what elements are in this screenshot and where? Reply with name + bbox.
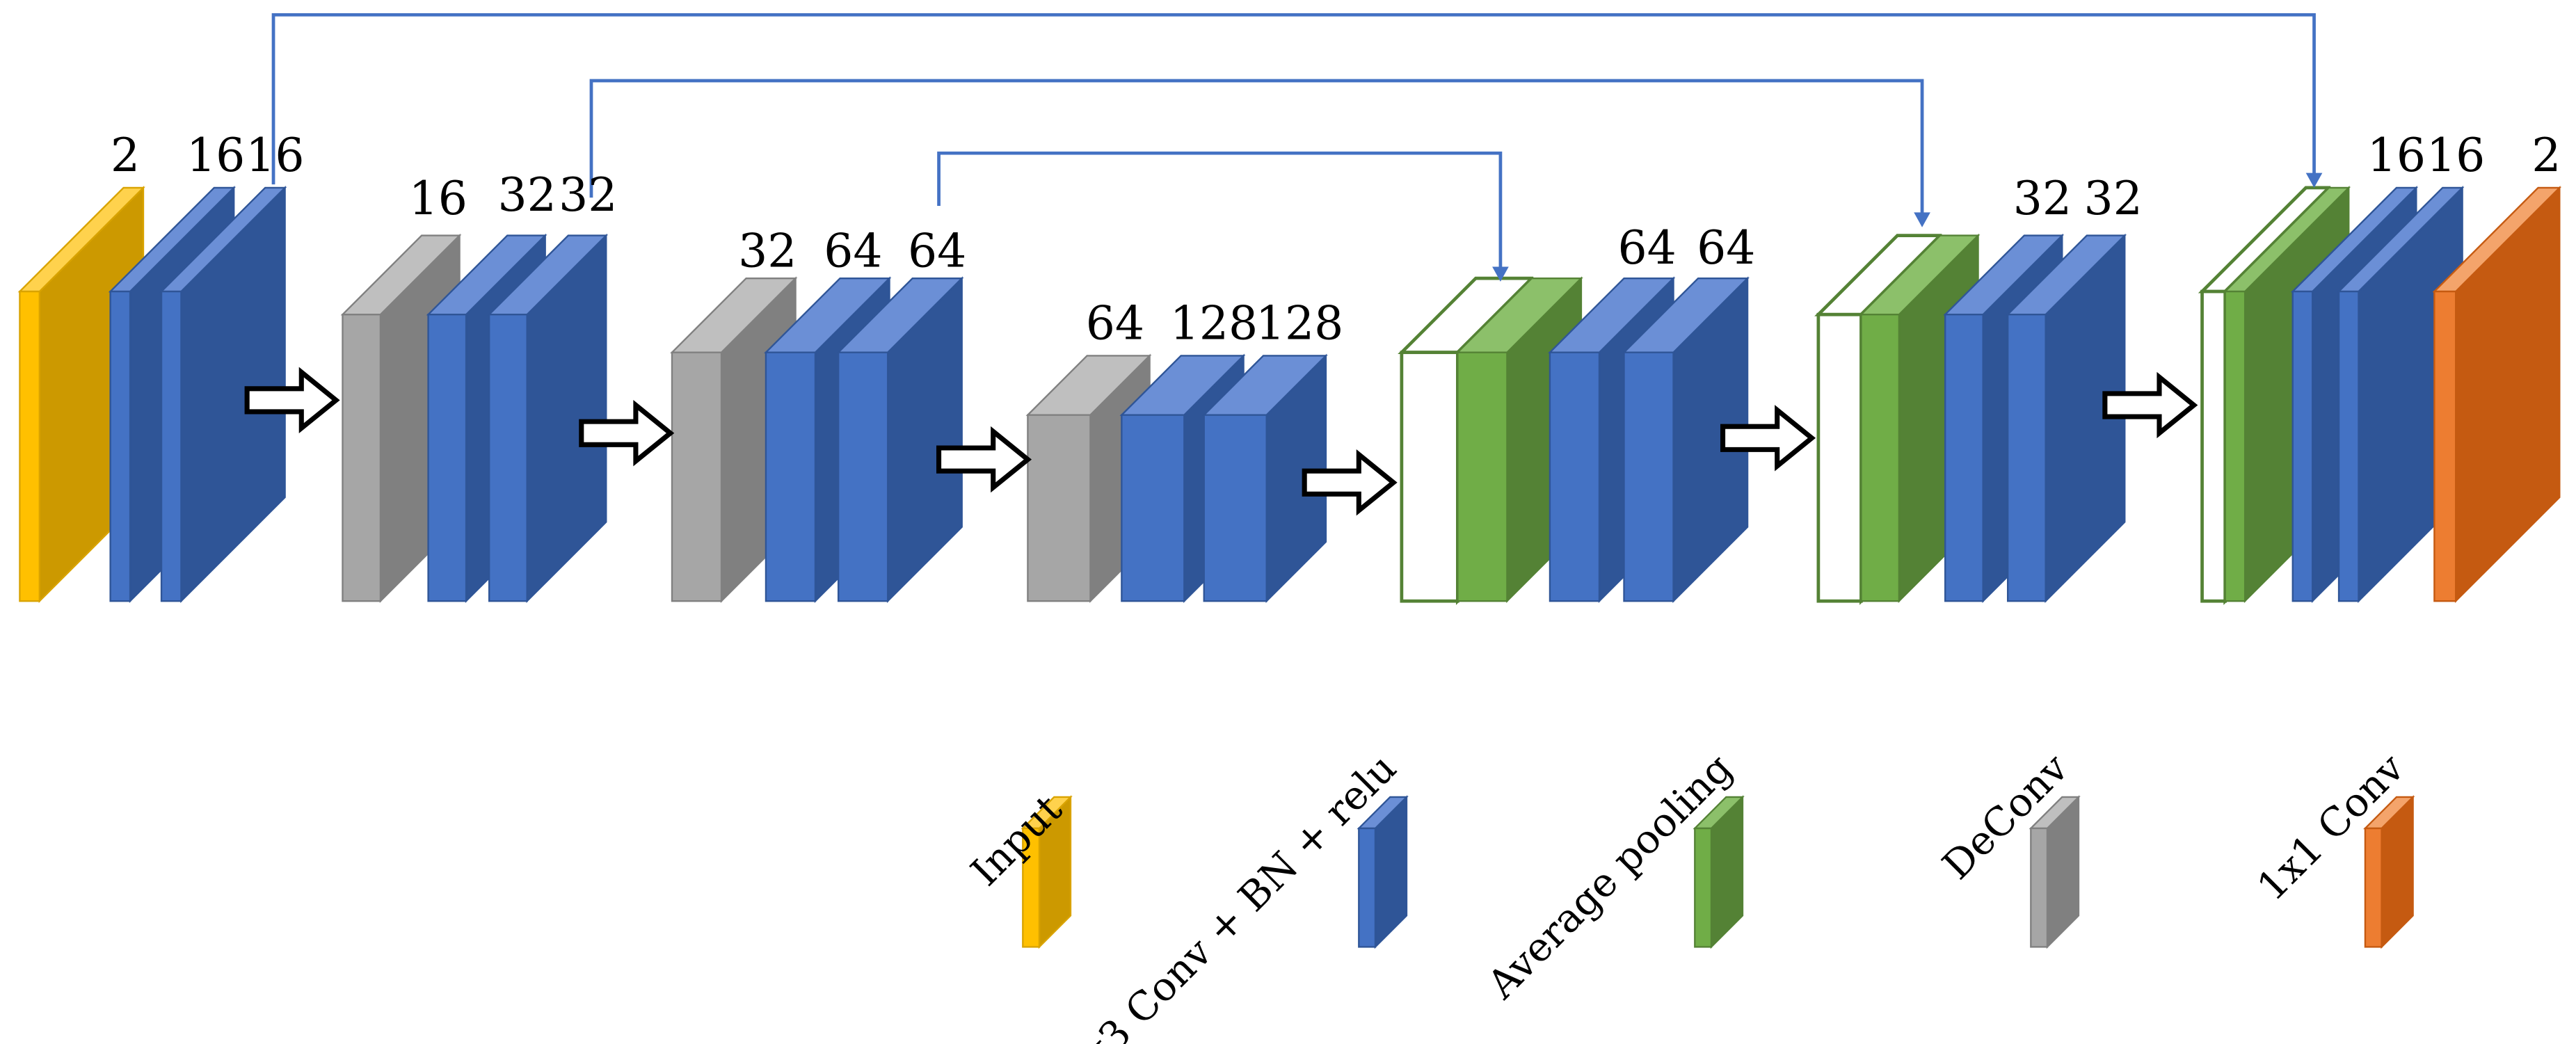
channel-label: 32 — [2013, 171, 2072, 225]
channel-label: 64 — [1697, 220, 1755, 275]
flow-arrow-5 — [1720, 405, 1816, 472]
output-block — [2432, 186, 2562, 604]
channel-label: 128 — [1256, 296, 1344, 351]
flow-arrow-3 — [936, 426, 1032, 493]
flow-arrow-6 — [2102, 371, 2198, 439]
channel-label: 2 — [111, 128, 140, 182]
conv-block-3b — [836, 276, 964, 604]
channel-label: 128 — [1170, 296, 1258, 351]
skip-connection-2 — [589, 79, 1930, 227]
channel-label: 64 — [824, 224, 882, 278]
legend-swatch-deconv — [2029, 795, 2081, 949]
conv-block-1b — [159, 186, 287, 604]
channel-label: 64 — [1617, 220, 1676, 275]
legend-swatch-pool — [1693, 795, 1745, 949]
channel-label: 16 — [186, 128, 245, 182]
conv-block-6b — [2006, 233, 2127, 604]
channel-label: 16 — [246, 128, 304, 182]
channel-label: 64 — [908, 224, 966, 278]
channel-label: 2 — [2531, 128, 2561, 182]
channel-label: 64 — [1086, 296, 1144, 351]
channel-label: 32 — [559, 168, 617, 222]
conv-block-5b — [1622, 276, 1750, 604]
channel-label: 16 — [2367, 128, 2426, 182]
legend-swatch-out — [2363, 795, 2415, 949]
conv-block-2b — [487, 233, 609, 604]
channel-label: 32 — [738, 224, 797, 278]
skip-connection-3 — [937, 151, 1509, 282]
channel-label: 32 — [2084, 171, 2143, 225]
channel-label: 16 — [2426, 128, 2485, 182]
channel-label: 32 — [497, 168, 556, 222]
flow-arrow-4 — [1302, 449, 1398, 516]
flow-arrow-2 — [579, 399, 675, 467]
channel-label: 16 — [409, 171, 467, 225]
conv-block-4b — [1201, 353, 1328, 604]
skip-connection-1 — [271, 13, 2323, 188]
legend-label-conv: 3x3 Conv + BN + relu — [1057, 745, 1405, 1044]
legend-swatch-conv — [1357, 795, 1409, 949]
legend-swatch-input — [1021, 795, 1073, 949]
flow-arrow-1 — [244, 367, 340, 434]
